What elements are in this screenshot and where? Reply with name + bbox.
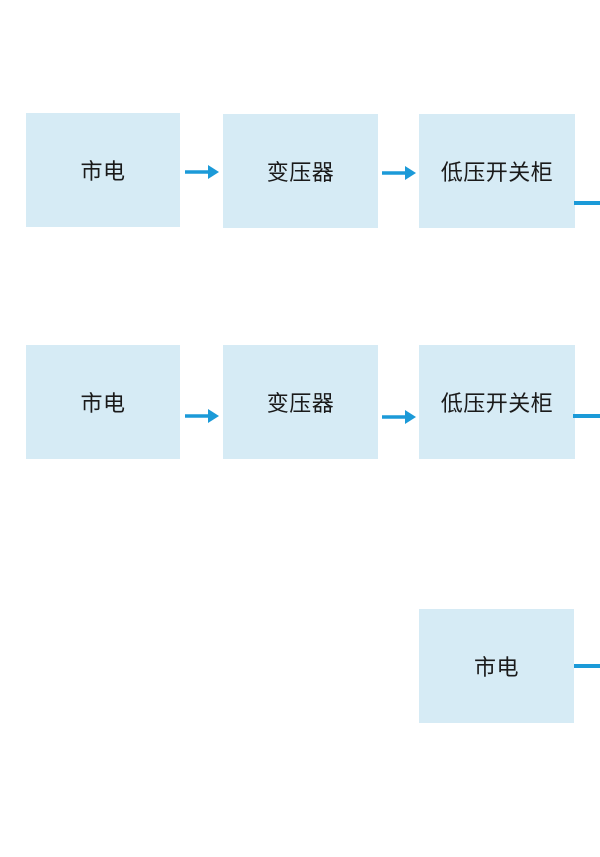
arrow-right-icon xyxy=(382,410,416,424)
connector-exit-line xyxy=(574,664,600,668)
node-label: 低压开关柜 xyxy=(440,391,554,416)
connector-exit-line xyxy=(573,414,600,418)
node-label: 市电 xyxy=(473,655,519,680)
arrow-right-icon xyxy=(382,166,416,180)
node-label: 低压开关柜 xyxy=(440,160,554,185)
node-label: 市电 xyxy=(80,391,126,416)
arrow-right-icon xyxy=(185,409,219,423)
node-row2-lv-switchgear: 低压开关柜 xyxy=(419,345,575,459)
node-row3-mains-power: 市电 xyxy=(419,609,574,723)
node-row1-lv-switchgear: 低压开关柜 xyxy=(419,114,575,228)
node-row1-transformer: 变压器 xyxy=(223,114,378,228)
node-row2-mains-power: 市电 xyxy=(26,345,180,459)
node-label: 变压器 xyxy=(266,160,335,185)
node-label: 市电 xyxy=(80,159,126,184)
node-row1-mains-power: 市电 xyxy=(26,113,180,227)
node-label: 变压器 xyxy=(266,391,335,416)
arrow-right-icon xyxy=(185,165,219,179)
connector-exit-line xyxy=(574,201,600,205)
node-row2-transformer: 变压器 xyxy=(223,345,378,459)
